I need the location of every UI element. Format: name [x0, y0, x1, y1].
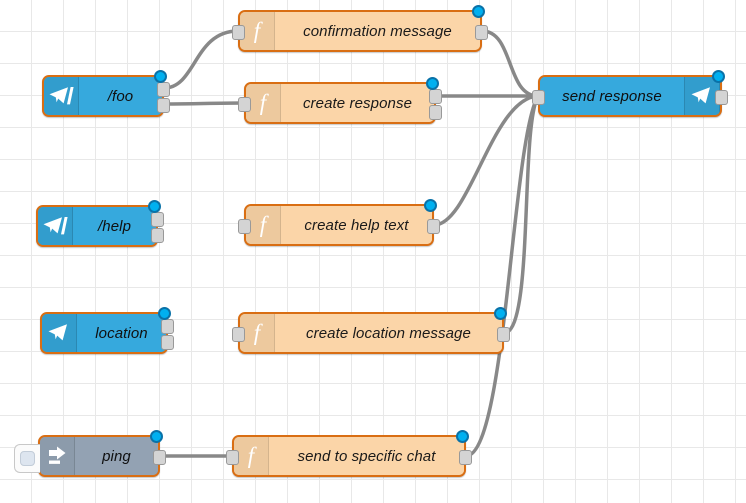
node-label: send response — [562, 87, 662, 105]
node-status-dot — [148, 200, 161, 213]
node-send-to-specific-chat[interactable]: f send to specific chat — [226, 430, 472, 477]
function-f-icon: f — [248, 444, 258, 468]
function-f-icon: f — [260, 213, 270, 237]
node-output-port[interactable] — [429, 105, 442, 120]
node-input-port[interactable] — [238, 219, 251, 234]
node-label: create help text — [304, 216, 409, 234]
node-icon-container: f — [240, 314, 275, 352]
wire-foo-to-create-response[interactable] — [162, 101, 246, 106]
svg-text:f: f — [260, 91, 270, 115]
node-body: f create help text — [246, 206, 432, 244]
node-label: location — [95, 324, 148, 342]
node-output-port[interactable] — [427, 219, 440, 234]
node-input-port[interactable] — [232, 25, 245, 40]
node-input-port[interactable] — [232, 327, 245, 342]
node-body: f send to specific chat — [234, 437, 464, 475]
node-output-port[interactable] — [153, 450, 166, 465]
node-status-dot — [426, 77, 439, 90]
node-body: f create location message — [240, 314, 502, 352]
telegram-icon — [691, 87, 710, 104]
node-icon-container: f — [234, 437, 269, 475]
node-label: confirmation message — [303, 22, 452, 40]
node-output-port[interactable] — [151, 228, 164, 243]
node-icon-container — [44, 77, 79, 115]
node-label: create response — [302, 94, 413, 112]
node-output-port[interactable] — [497, 327, 510, 342]
inject-trigger-button[interactable] — [14, 444, 40, 473]
node-label: ping — [102, 447, 131, 465]
node-create-help-text[interactable]: f create help text — [238, 199, 440, 246]
node-icon-container: f — [246, 84, 281, 122]
node-status-dot — [150, 430, 163, 443]
node-output-port[interactable] — [157, 82, 170, 97]
svg-text:f: f — [248, 444, 258, 468]
node-output-port[interactable] — [715, 90, 728, 105]
node-label: /foo — [107, 87, 134, 105]
node-output-port[interactable] — [429, 89, 442, 104]
node-create-location-message[interactable]: f create location message — [232, 307, 510, 354]
node-output-port[interactable] — [475, 25, 488, 40]
function-f-icon: f — [254, 321, 264, 345]
node-status-dot — [154, 70, 167, 83]
node-body: location — [42, 314, 166, 352]
node-body: send response — [540, 77, 720, 115]
node-output-port[interactable] — [161, 319, 174, 334]
svg-text:f: f — [254, 321, 264, 345]
node-label: /help — [97, 217, 132, 235]
node-status-dot — [424, 199, 437, 212]
node-output-port[interactable] — [157, 98, 170, 113]
telegram-command-icon — [49, 87, 74, 105]
wire-create-location-message-to-send-response[interactable] — [502, 94, 540, 335]
node-icon-container — [40, 437, 75, 475]
wire-send-to-specific-chat-to-send-response[interactable] — [464, 94, 540, 458]
node-body: f create response — [246, 84, 434, 122]
node-output-port[interactable] — [459, 450, 472, 465]
node-icon-container: f — [240, 12, 275, 50]
node-icon-container — [42, 314, 77, 352]
inject-arrow-icon — [49, 446, 66, 464]
node-help[interactable]: /help — [36, 200, 164, 247]
node-body: /help — [38, 207, 156, 245]
node-body: ping — [40, 437, 158, 475]
node-icon-container: f — [246, 206, 281, 244]
node-input-port[interactable] — [532, 90, 545, 105]
node-status-dot — [494, 307, 507, 320]
node-body: /foo — [44, 77, 162, 115]
node-icon-container — [38, 207, 73, 245]
wire-create-help-text-to-send-response[interactable] — [432, 94, 540, 227]
function-f-icon: f — [254, 19, 264, 43]
svg-text:f: f — [254, 19, 264, 43]
node-output-port[interactable] — [151, 212, 164, 227]
wire-foo-to-confirmation-message[interactable] — [162, 29, 240, 90]
node-ping[interactable]: ping — [14, 430, 166, 477]
node-send-response[interactable]: send response — [532, 70, 728, 117]
inject-button-face — [20, 451, 35, 466]
node-status-dot — [456, 430, 469, 443]
telegram-command-icon — [43, 217, 68, 235]
node-label: create location message — [306, 324, 471, 342]
node-confirmation-message[interactable]: f confirmation message — [232, 5, 488, 52]
node-location[interactable]: location — [40, 307, 174, 354]
node-create-response[interactable]: f create response — [238, 77, 442, 124]
wire-confirmation-message-to-send-response[interactable] — [480, 29, 540, 98]
node-input-port[interactable] — [226, 450, 239, 465]
node-body: f confirmation message — [240, 12, 480, 50]
node-status-dot — [158, 307, 171, 320]
node-label: send to specific chat — [297, 447, 436, 465]
node-status-dot — [712, 70, 725, 83]
telegram-icon — [48, 324, 67, 341]
svg-text:f: f — [260, 213, 270, 237]
node-foo[interactable]: /foo — [42, 70, 170, 117]
node-status-dot — [472, 5, 485, 18]
function-f-icon: f — [260, 91, 270, 115]
node-input-port[interactable] — [238, 97, 251, 112]
node-output-port[interactable] — [161, 335, 174, 350]
